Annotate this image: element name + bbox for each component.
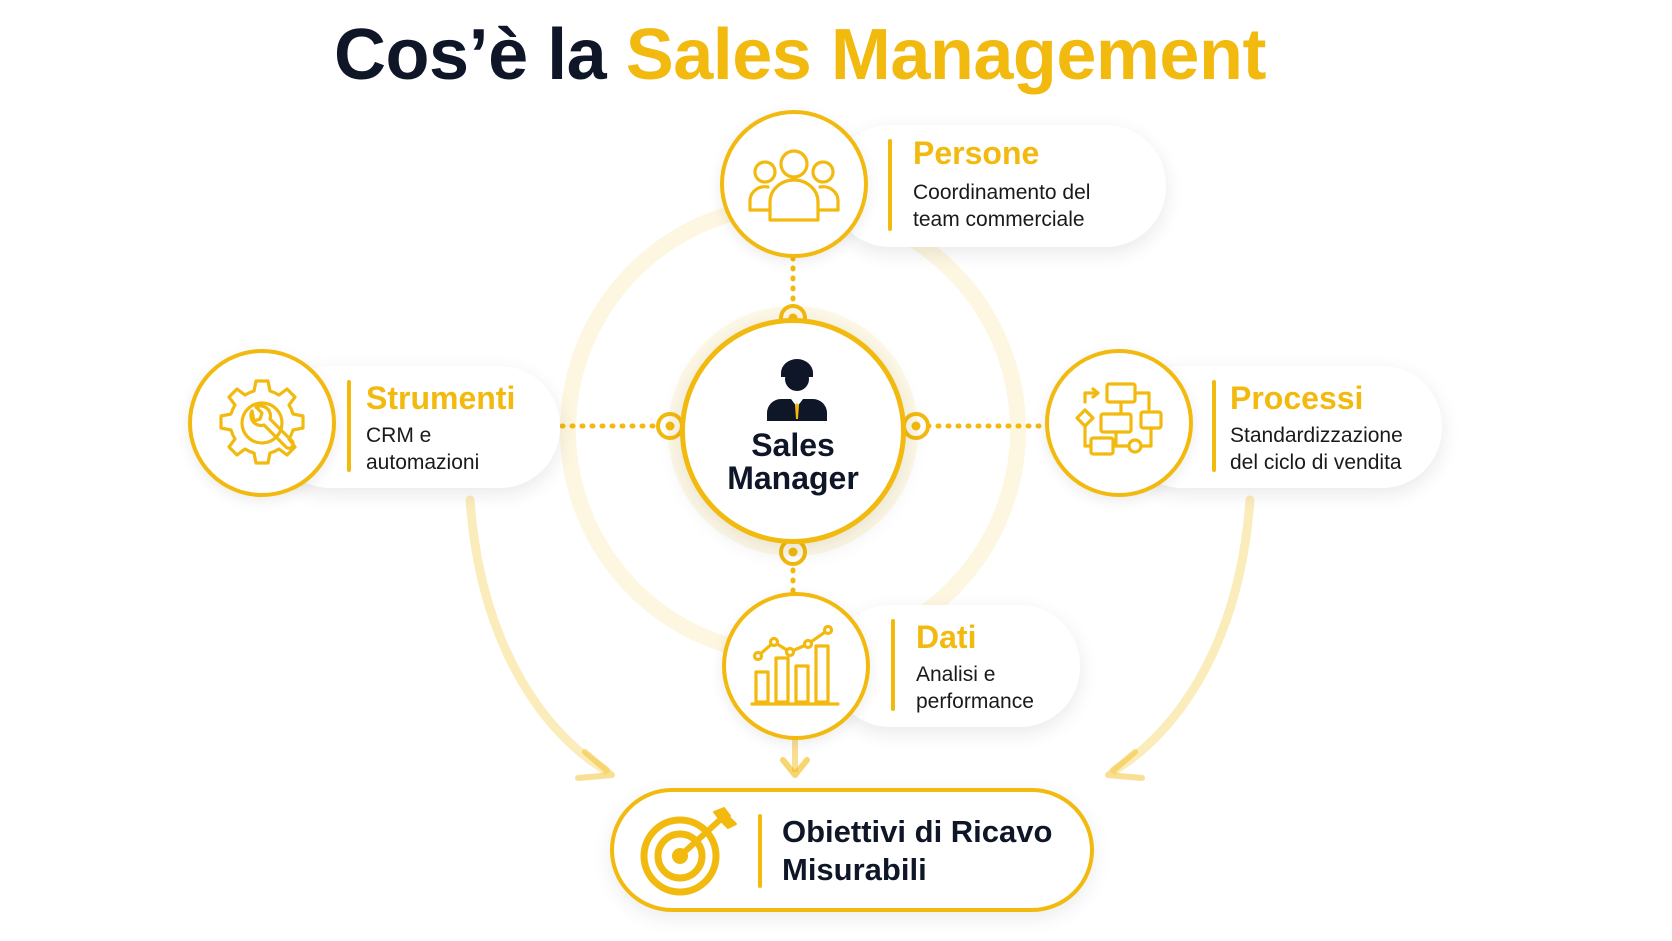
persone-card: Persone Coordinamento del team commercia… xyxy=(830,125,1166,247)
arrow-curve-left xyxy=(465,495,610,775)
dati-desc-line2: performance xyxy=(916,690,1034,713)
strumenti-title: Strumenti xyxy=(366,380,516,416)
processi-divider xyxy=(1212,380,1216,472)
page-title: Cos’è la Sales Management xyxy=(0,14,1600,96)
connector-dot-bottom xyxy=(779,538,807,566)
goal-divider xyxy=(758,814,762,888)
persone-title: Persone xyxy=(913,135,1040,171)
strumenti-divider xyxy=(347,380,351,472)
title-prefix: Cos’è la xyxy=(334,15,607,95)
processi-title: Processi xyxy=(1230,380,1364,416)
flowchart-icon xyxy=(1075,382,1163,456)
dati-node xyxy=(722,592,870,740)
strumenti-desc-line2: automazioni xyxy=(366,451,480,474)
goal-line1: Obiettivi di Ricavo xyxy=(782,814,1053,849)
manager-icon xyxy=(767,359,827,421)
strumenti-desc-line1: CRM e xyxy=(366,424,432,447)
arrow-head-left xyxy=(575,749,615,781)
processi-node xyxy=(1045,349,1193,497)
strumenti-node xyxy=(188,349,336,497)
center-label-line2: Manager xyxy=(727,460,859,496)
goal-line2: Misurabili xyxy=(782,852,927,887)
processi-desc-line1: Standardizzazione xyxy=(1230,424,1403,447)
persone-desc-line2: team commerciale xyxy=(913,208,1085,231)
persone-desc-line1: Coordinamento del xyxy=(913,181,1091,204)
connector-dot-right xyxy=(902,412,930,440)
dati-desc-line1: Analisi e xyxy=(916,663,996,686)
dati-title: Dati xyxy=(916,619,977,655)
dati-divider xyxy=(891,619,895,711)
people-icon xyxy=(748,149,840,222)
chart-icon xyxy=(750,624,840,706)
arrow-head-down xyxy=(780,757,810,778)
title-highlight: Sales Management xyxy=(625,15,1267,95)
processi-desc-line2: del ciclo di vendita xyxy=(1230,451,1402,474)
center-label-line1: Sales xyxy=(751,427,835,463)
goal-box: Obiettivi di Ricavo Misurabili xyxy=(610,788,1094,912)
connector-dot-left xyxy=(656,412,684,440)
persone-node xyxy=(720,110,868,258)
target-icon xyxy=(640,807,737,896)
gear-wrench-icon xyxy=(219,379,305,465)
dati-card: Dati Analisi e performance xyxy=(830,605,1080,727)
center-node: Sales Manager xyxy=(680,318,906,544)
arrow-head-right xyxy=(1105,749,1145,781)
arrow-curve-right xyxy=(1110,495,1255,775)
persone-divider xyxy=(888,139,892,231)
